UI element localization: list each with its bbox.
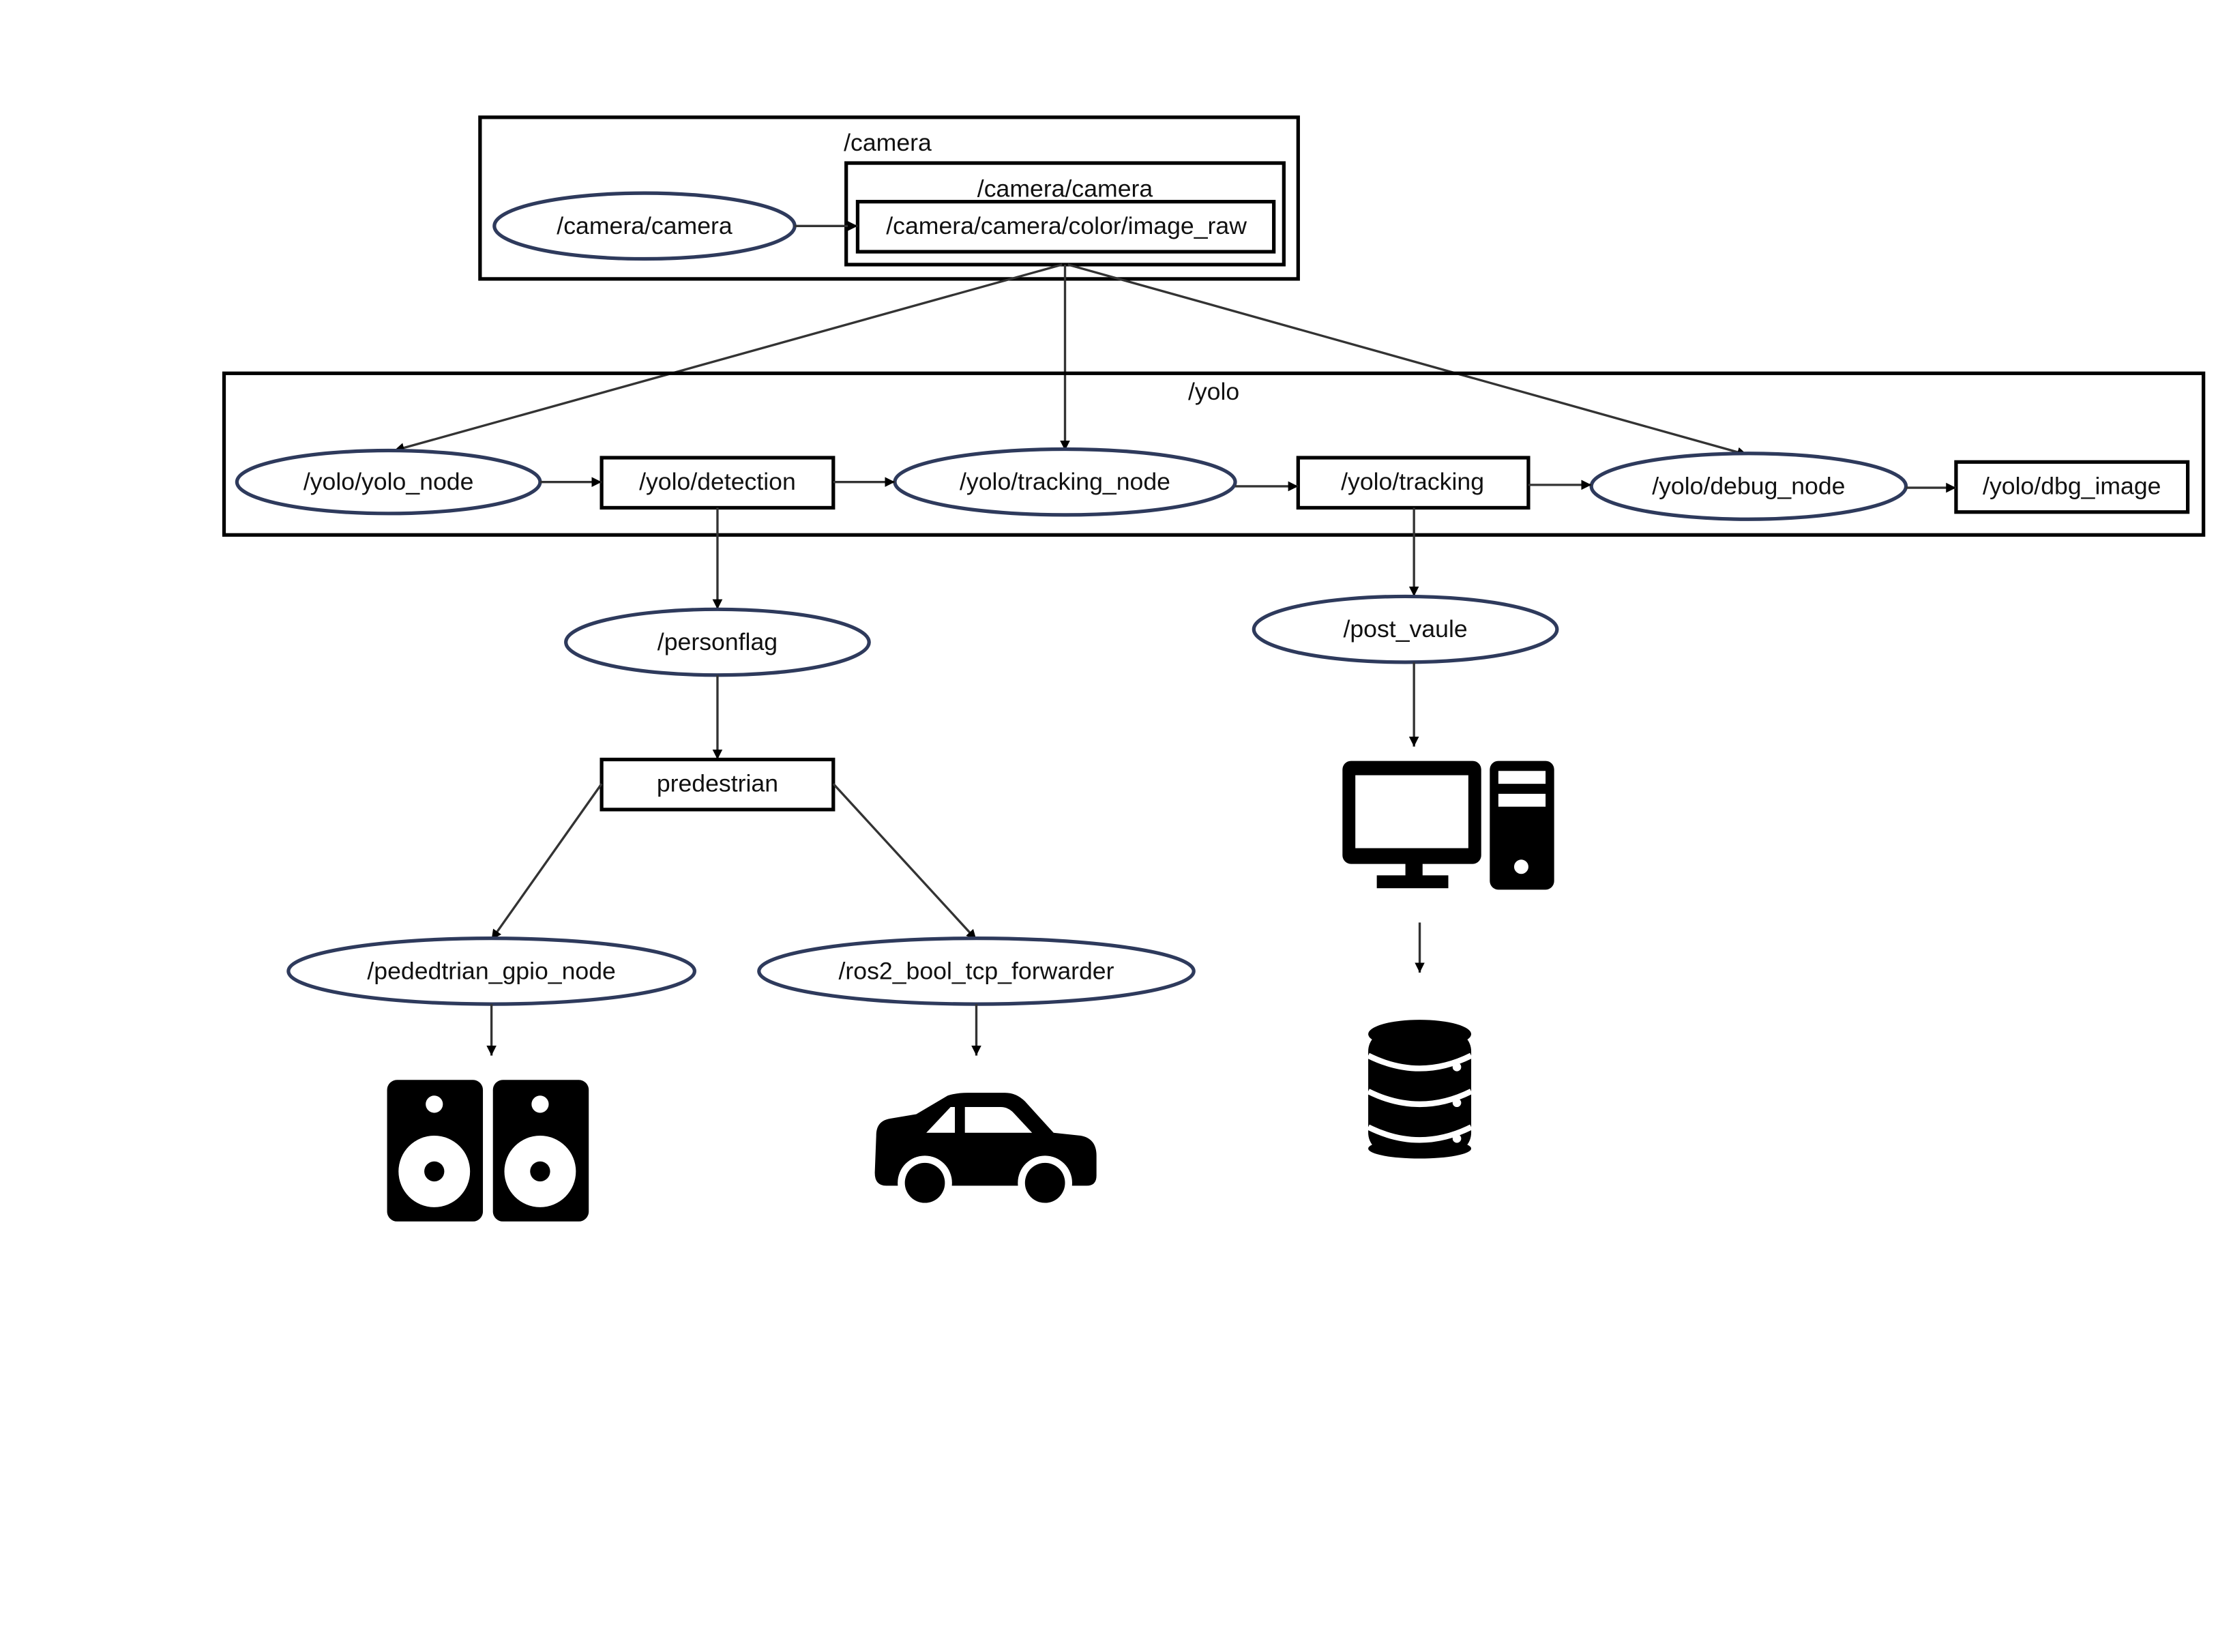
car-icon <box>874 1093 1097 1211</box>
gpio-node-label: /pededtrian_gpio_node <box>367 957 616 984</box>
tcp-forwarder-node-label: /ros2_bool_tcp_forwarder <box>839 957 1114 984</box>
camera-node-label: /camera/camera <box>557 212 733 239</box>
yolo-node-label: /yolo/yolo_node <box>304 468 474 495</box>
tracking-node-label: /yolo/tracking_node <box>960 468 1170 495</box>
camera-group-box <box>478 115 1300 281</box>
tracking-topic-label: /yolo/tracking <box>1341 468 1484 495</box>
edge-predestrian-to-tcp-forwarder <box>832 783 977 941</box>
edge-image-raw-to-debug-node <box>1067 263 1748 457</box>
yolo-group-box <box>222 371 2206 537</box>
image-raw-topic-label: /camera/camera/color/image_raw <box>886 212 1247 239</box>
post-vaule-node-label: /post_vaule <box>1343 615 1467 643</box>
camera-group-label: /camera <box>844 129 932 156</box>
database-icon <box>1367 1020 1473 1159</box>
dbg-image-topic[interactable] <box>1954 460 2190 514</box>
debug-node[interactable] <box>1589 452 1908 521</box>
speakers-icon <box>387 1080 589 1222</box>
camera-inner-group-label: /camera/camera <box>977 175 1153 202</box>
edge-image-raw-to-yolo-node <box>394 263 1063 453</box>
image-raw-topic[interactable] <box>855 200 1276 254</box>
detection-topic[interactable] <box>600 456 835 510</box>
tracking-topic[interactable] <box>1296 456 1530 510</box>
yolo-group-label: /yolo <box>1188 378 1239 405</box>
dbg-image-topic-label: /yolo/dbg_image <box>1983 472 2161 499</box>
desktop-computer-icon <box>1342 761 1554 890</box>
predestrian-topic-label: predestrian <box>657 770 778 797</box>
detection-topic-label: /yolo/detection <box>639 468 796 495</box>
edge-predestrian-to-gpio-node <box>490 783 603 941</box>
predestrian-topic[interactable] <box>600 757 835 812</box>
personflag-node-label: /personflag <box>657 628 778 655</box>
post-vaule-node[interactable] <box>1252 594 1559 664</box>
debug-node-label: /yolo/debug_node <box>1652 472 1845 499</box>
